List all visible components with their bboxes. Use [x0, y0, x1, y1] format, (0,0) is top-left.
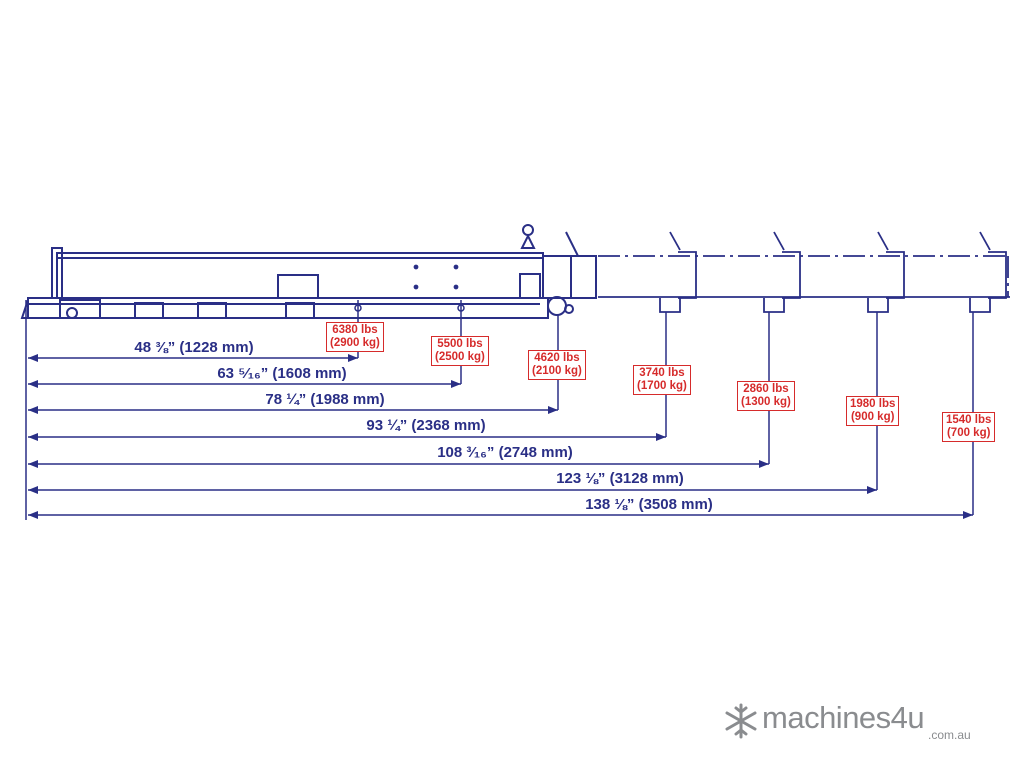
load-kg: (1300 kg) — [741, 396, 791, 408]
load-rating-5: 2860 lbs (1300 kg) — [737, 381, 795, 411]
dimension-label-6: 123 ⅛” (3128 mm) — [556, 470, 684, 487]
dimension-label-7: 138 ⅛” (3508 mm) — [585, 496, 713, 513]
load-kg: (2900 kg) — [330, 337, 380, 349]
end-cap — [542, 255, 572, 299]
extension-hooks — [659, 231, 1007, 313]
load-rating-4: 3740 lbs (1700 kg) — [633, 365, 691, 395]
hook-position — [763, 231, 801, 313]
hook-position — [867, 231, 905, 313]
carriage-rail — [27, 297, 549, 319]
logo-name: machines4u — [762, 700, 925, 735]
fork-pocket — [59, 299, 101, 319]
load-kg: (1700 kg) — [637, 380, 687, 392]
load-rating-2: 5500 lbs (2500 kg) — [431, 336, 489, 366]
load-lbs: 6380 lbs — [332, 324, 378, 336]
tip-block — [519, 273, 541, 299]
end-roller — [547, 296, 567, 316]
dimension-label-4: 93 ¼” (2368 mm) — [366, 417, 485, 434]
load-rating-3: 4620 lbs (2100 kg) — [528, 350, 586, 380]
load-point-markers — [354, 304, 465, 312]
load-kg: (700 kg) — [946, 427, 991, 439]
beam-box — [277, 274, 319, 299]
load-lbs: 5500 lbs — [437, 338, 483, 350]
load-kg: (900 kg) — [850, 411, 895, 423]
dimension-label-3: 78 ¼” (1988 mm) — [265, 391, 384, 408]
load-rating-7: 1540 lbs (700 kg) — [942, 412, 996, 442]
dimension-lines — [28, 354, 973, 519]
load-lbs: 4620 lbs — [534, 352, 580, 364]
hook-position — [659, 231, 697, 313]
load-lbs: 1980 lbs — [850, 398, 896, 410]
rail-slot — [134, 302, 164, 319]
rail-slot — [197, 302, 227, 319]
top-shackle — [522, 224, 534, 236]
snowflake-icon — [725, 703, 757, 739]
end-handle — [565, 231, 579, 257]
hook-position — [969, 231, 1007, 313]
dimension-labels: 48 ⅜” (1228 mm) 63 ⁵⁄₁₆” (1608 mm) 78 ¼”… — [134, 339, 712, 513]
load-rating-6: 1980 lbs (900 kg) — [846, 396, 900, 426]
dimension-label-1: 48 ⅜” (1228 mm) — [134, 339, 253, 356]
end-hook — [572, 255, 597, 299]
load-kg: (2500 kg) — [435, 351, 485, 363]
load-lbs: 3740 lbs — [639, 367, 685, 379]
dimension-label-2: 63 ⁵⁄₁₆” (1608 mm) — [217, 365, 346, 382]
load-rating-1: 6380 lbs (2900 kg) — [326, 322, 384, 352]
extension-phantom — [598, 255, 1010, 298]
machines4u-logo: machines4u .com.au — [722, 700, 1002, 746]
logo-domain: .com.au — [928, 728, 971, 742]
jib-body — [20, 224, 597, 319]
load-lbs: 1540 lbs — [946, 414, 992, 426]
load-kg: (2100 kg) — [532, 365, 582, 377]
dimension-label-5: 108 ³⁄₁₆” (2748 mm) — [437, 444, 573, 461]
load-lbs: 2860 lbs — [743, 383, 789, 395]
rail-slot — [285, 302, 315, 319]
